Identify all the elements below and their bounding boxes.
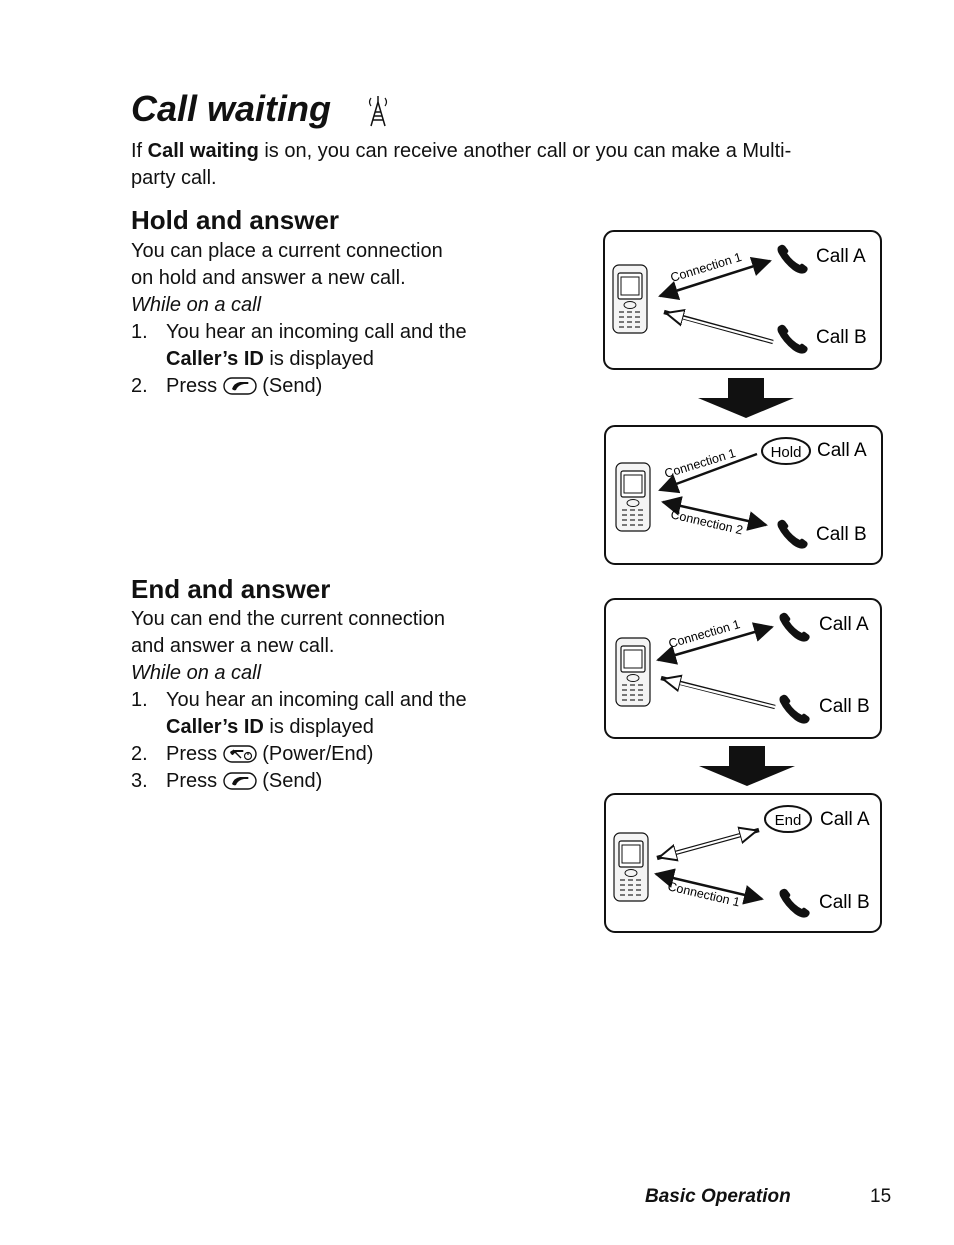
- mobile-phone-icon: [615, 462, 651, 532]
- page-title: Call waiting: [131, 88, 332, 129]
- connection-label: Connection 1: [669, 250, 744, 285]
- call-a-label: Call A: [820, 809, 870, 830]
- connection-arrow: [654, 868, 764, 905]
- call-b-label: Call B: [819, 696, 870, 717]
- call-b-label: Call B: [816, 524, 867, 545]
- hold-badge-label: Hold: [771, 444, 802, 461]
- end-step-3: 3.Press (Send): [131, 770, 323, 792]
- handset-icon: [779, 888, 810, 918]
- handset-icon: [777, 324, 808, 354]
- connection-arrow: [658, 256, 772, 301]
- end-step-1: 1.You hear an incoming call and the Call…: [131, 689, 467, 738]
- send-key-icon: [222, 377, 257, 395]
- hold-step-2: 2.Press (Send): [131, 375, 323, 397]
- hold-and-answer-heading: Hold and answer: [131, 205, 340, 235]
- incoming-arrow: [660, 675, 776, 710]
- down-arrow-icon: [699, 746, 795, 786]
- diagram-panel-hold-after: [604, 425, 883, 565]
- end-badge-label: End: [775, 812, 802, 829]
- down-arrow-icon: [698, 378, 794, 418]
- incoming-arrow: [663, 309, 774, 345]
- handset-icon: [777, 244, 808, 274]
- hold-description: You can place a current connection on ho…: [131, 240, 443, 316]
- page-number: 15: [870, 1186, 892, 1207]
- hold-step-1: 1.You hear an incoming call and the Call…: [131, 321, 467, 370]
- power-end-key-icon: [222, 745, 257, 763]
- call-a-label: Call A: [816, 246, 866, 267]
- diagram-panel-end-after: [604, 793, 882, 933]
- handset-icon: [779, 694, 810, 724]
- hold-badge: [761, 437, 811, 465]
- end-step-2: 2.Press (Power/End): [131, 743, 374, 765]
- connection-arrow: [661, 496, 768, 531]
- handset-icon: [777, 519, 808, 549]
- connection-label: Connection 1: [663, 446, 738, 481]
- diagram-panel-end-before: [604, 598, 882, 739]
- call-a-label: Call A: [819, 614, 869, 635]
- intro-paragraph: If Call waiting is on, you can receive a…: [131, 140, 792, 189]
- send-key-icon: [222, 772, 257, 790]
- connection-arrow: [656, 622, 774, 665]
- call-b-label: Call B: [819, 892, 870, 913]
- call-b-label: Call B: [816, 327, 867, 348]
- diagram-panel-hold-before: [603, 230, 882, 370]
- antenna-tower-icon: [368, 96, 388, 127]
- handset-icon: [779, 612, 810, 642]
- footer-section-title: Basic Operation: [645, 1186, 791, 1207]
- end-description: You can end the current connection and a…: [131, 608, 445, 684]
- end-and-answer-heading: End and answer: [131, 574, 331, 604]
- connection-label: Connection 2: [669, 507, 744, 537]
- mobile-phone-icon: [615, 637, 651, 707]
- ended-arrow: [656, 827, 760, 861]
- connection-label: Connection 1: [667, 617, 742, 651]
- end-badge: [764, 805, 812, 833]
- connection-label: Connection 1: [666, 879, 741, 909]
- mobile-phone-icon: [612, 264, 648, 334]
- call-a-label: Call A: [817, 440, 867, 461]
- connection-arrow: [658, 452, 758, 494]
- mobile-phone-icon: [613, 832, 649, 902]
